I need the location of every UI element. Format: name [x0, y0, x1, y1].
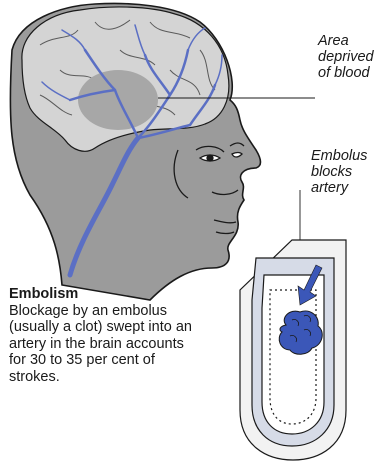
embolus-label: Embolus blocks artery — [311, 148, 381, 196]
area-deprived-label: Area deprived of blood — [318, 33, 384, 81]
caption-title: Embolism — [9, 286, 197, 303]
caption-body: Blockage by an embolus (usually a clot) … — [9, 303, 197, 386]
caption: Embolism Blockage by an embolus (usually… — [9, 286, 197, 386]
